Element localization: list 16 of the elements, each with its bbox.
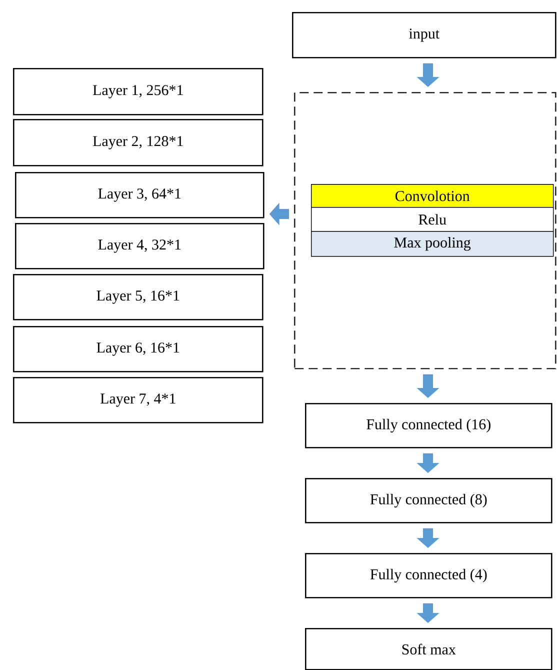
layer-box: Layer 7, 4*1 bbox=[13, 377, 264, 424]
process-box: Soft max bbox=[305, 628, 552, 670]
process-box: Fully connected (16) bbox=[305, 403, 552, 448]
layer-box: Layer 6, 16*1 bbox=[13, 326, 264, 372]
layer-row: Max pooling bbox=[311, 231, 554, 257]
layer-row: Relu bbox=[311, 207, 554, 232]
layer-box: Layer 5, 16*1 bbox=[13, 274, 264, 320]
layer-box: Layer 4, 32*1 bbox=[15, 223, 264, 270]
layer-row: Convolotion bbox=[311, 184, 554, 208]
process-box: input bbox=[292, 12, 556, 58]
dashed-group-box bbox=[294, 92, 556, 370]
layer-box: Layer 1, 256*1 bbox=[13, 68, 264, 116]
layer-box: Layer 3, 64*1 bbox=[15, 172, 264, 218]
process-box: Fully connected (4) bbox=[305, 553, 552, 598]
process-box: Fully connected (8) bbox=[305, 478, 552, 524]
layer-box: Layer 2, 128*1 bbox=[13, 119, 264, 166]
